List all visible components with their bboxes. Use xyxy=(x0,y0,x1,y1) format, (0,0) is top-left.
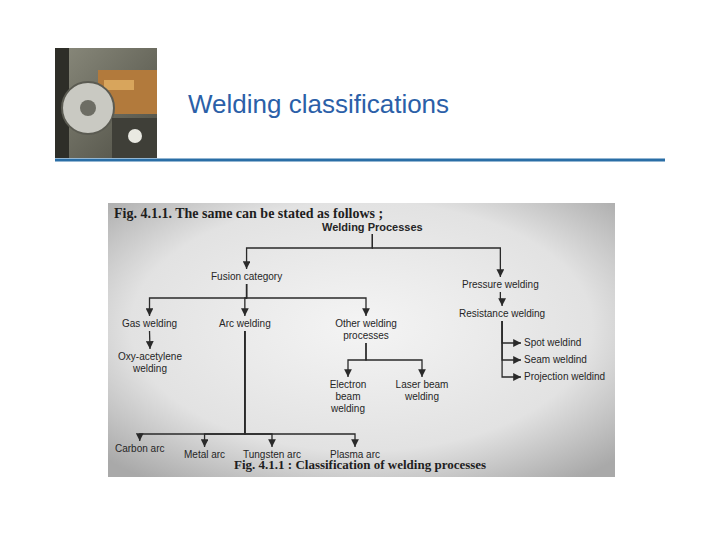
figure-heading: Fig. 4.1.1. The same can be stated as fo… xyxy=(114,206,383,222)
workpiece-label xyxy=(104,80,134,90)
tree-connector xyxy=(245,331,272,447)
process-node: Spot weldind xyxy=(522,336,583,350)
process-node: Fusion category xyxy=(209,270,284,284)
disc-hub xyxy=(80,100,96,116)
title-rule xyxy=(55,159,665,162)
tree-connector xyxy=(502,321,521,360)
node-text: Other welding processes xyxy=(328,318,404,342)
tree-connector xyxy=(247,284,366,316)
process-node: Metal arc xyxy=(182,448,227,462)
process-node: Projection weldind xyxy=(522,370,607,384)
process-node: Pressure welding xyxy=(460,278,541,292)
process-node: Resistance welding xyxy=(457,307,547,321)
node-text: Welding Processes xyxy=(322,221,423,233)
machine-base xyxy=(112,118,157,158)
node-text: Carbon arc xyxy=(115,443,164,455)
node-text: Electron beam welding xyxy=(323,379,373,415)
node-text: Oxy-acetylene welding xyxy=(114,351,186,375)
process-node: Electron beam welding xyxy=(321,378,375,416)
book-page-photo xyxy=(108,203,615,477)
node-text: Laser beam welding xyxy=(394,379,450,403)
welding-photo xyxy=(55,48,157,158)
tree-connector xyxy=(348,343,366,377)
spark xyxy=(128,129,142,143)
process-node: Seam weldind xyxy=(522,353,589,367)
process-node: Arc welding xyxy=(217,317,273,331)
root-heading: Welding Processes xyxy=(320,220,425,234)
tree-connector xyxy=(500,292,502,306)
tree-connector xyxy=(140,331,245,441)
process-node: Carbon arc xyxy=(113,442,166,456)
node-text: Metal arc xyxy=(184,449,225,461)
slide-title: Welding classifications xyxy=(188,89,449,120)
photo-ground xyxy=(55,48,157,158)
node-text: Resistance welding xyxy=(459,308,545,320)
process-node: Other welding processes xyxy=(326,317,406,343)
tree-connector xyxy=(372,234,500,277)
node-text: Arc welding xyxy=(219,318,271,330)
process-node: Gas welding xyxy=(120,317,179,331)
node-text: Fusion category xyxy=(211,271,282,283)
tree-connector xyxy=(149,331,151,349)
tree-connector xyxy=(247,234,373,269)
tree-connector xyxy=(502,321,521,377)
grinding-disc xyxy=(62,82,114,134)
tree-connector xyxy=(150,284,247,316)
figure-caption: Fig. 4.1.1 : Classification of welding p… xyxy=(234,457,486,473)
tree-connector xyxy=(502,321,521,343)
node-text: Projection weldind xyxy=(524,371,605,383)
process-node: Oxy-acetylene welding xyxy=(112,350,188,376)
node-text: Gas welding xyxy=(122,318,177,330)
node-text: Pressure welding xyxy=(462,279,539,291)
process-node: Laser beam welding xyxy=(392,378,452,404)
node-text: Seam weldind xyxy=(524,354,587,366)
tree-connector xyxy=(205,331,245,447)
node-text: Spot weldind xyxy=(524,337,581,349)
tree-connector xyxy=(366,343,422,377)
